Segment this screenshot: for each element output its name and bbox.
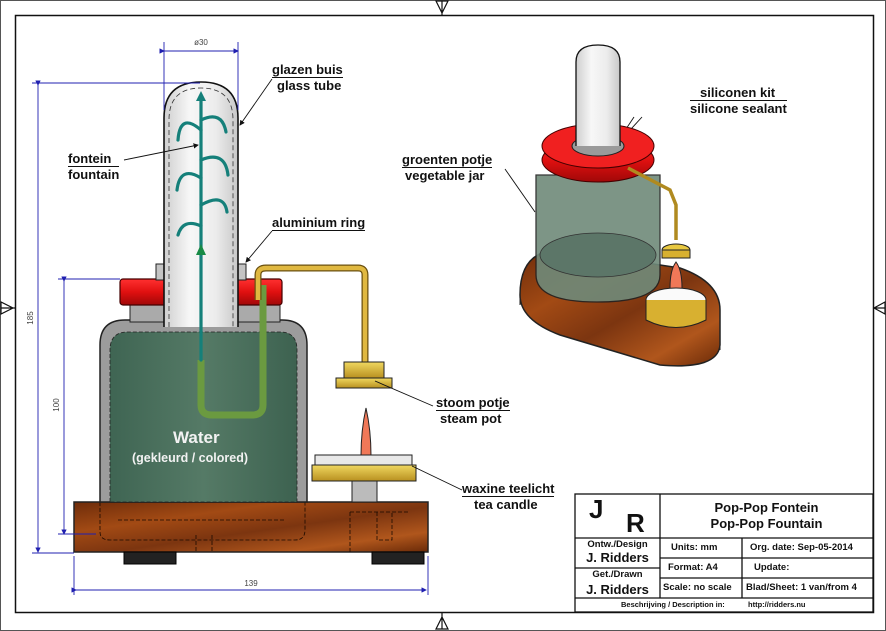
- label-glass-tube: glazen buis glass tube: [272, 62, 343, 93]
- candle-screw: [351, 480, 378, 503]
- isometric-view: [519, 44, 721, 367]
- front-view: [73, 81, 429, 565]
- dim-total-height: 185: [26, 311, 35, 325]
- label-aluminium-ring: aluminium ring: [272, 215, 366, 231]
- drawing-title-nl: Pop-Pop Fontein: [714, 500, 819, 515]
- logo-j: J: [589, 494, 604, 524]
- label-fountain-nl: fontein: [68, 151, 120, 167]
- format-field: Format: A4: [668, 562, 718, 573]
- label-vegetable-jar-nl: groenten potje: [402, 152, 493, 168]
- sheet-field: Blad/Sheet: 1 van/from 4: [746, 582, 857, 593]
- design-label: Ontw./Design: [587, 539, 648, 550]
- label-silicone-en: silicone sealant: [690, 101, 787, 116]
- fountain-spray: [175, 94, 230, 362]
- label-vegetable-jar: groenten potje vegetable jar: [402, 152, 493, 183]
- steam-pot-top: [343, 361, 385, 379]
- tea-candle-cup: [311, 464, 417, 482]
- tea-candle-wax: [314, 454, 413, 466]
- jar-water: [109, 331, 298, 503]
- label-steam-pot-nl: stoom potje: [436, 395, 510, 411]
- glass-tube-inner: [168, 87, 234, 327]
- label-glass-tube-nl: glazen buis: [272, 62, 343, 78]
- fountain-arrow-base: [196, 244, 206, 255]
- iso-glass-tube: [575, 44, 621, 146]
- rubber-foot-left: [123, 551, 177, 565]
- water-sublabel: (gekleurd / colored): [132, 451, 248, 465]
- drawn-label: Get./Drawn: [592, 569, 643, 580]
- label-fountain-en: fountain: [68, 167, 120, 182]
- center-mark-left: [0, 301, 15, 315]
- wood-base: [73, 501, 429, 553]
- title-block: [574, 493, 874, 613]
- description-url: http://ridders.nu: [748, 600, 806, 609]
- label-steam-pot: stoom potje steam pot: [436, 395, 510, 426]
- label-silicone-nl: siliconen kit: [690, 85, 787, 101]
- base-hidden-lines: [99, 502, 410, 552]
- inner-u-tube: [197, 285, 267, 419]
- label-tea-candle-nl: waxine teelicht: [462, 481, 555, 497]
- drawing-title-en: Pop-Pop Fountain: [710, 516, 823, 531]
- rubber-foot-right: [371, 551, 425, 565]
- dimension-lines: [32, 42, 429, 595]
- logo-r: R: [626, 508, 645, 538]
- label-silicone: siliconen kit silicone sealant: [690, 85, 787, 116]
- design-name: J. Ridders: [586, 550, 649, 565]
- scale-field: Scale: no scale: [663, 582, 732, 593]
- center-mark-top: [435, 0, 449, 15]
- center-mark-right: [872, 300, 886, 316]
- dim-jar-height: 100: [52, 398, 61, 412]
- dim-tube-diameter: ø30: [194, 38, 208, 47]
- label-aluminium-ring-en: aluminium ring: [272, 215, 366, 231]
- dim-base-width: 139: [244, 579, 258, 588]
- units-field: Units: mm: [671, 542, 718, 553]
- label-fountain: fontein fountain: [68, 151, 120, 182]
- water-label: Water: [173, 428, 220, 447]
- drawn-name: J. Ridders: [586, 582, 649, 597]
- org-date-field: Org. date: Sep-05-2014: [750, 542, 853, 553]
- steam-pot-base: [335, 377, 393, 389]
- description-label: Beschrijving / Description in:: [621, 600, 725, 609]
- label-steam-pot-en: steam pot: [440, 411, 502, 426]
- label-tea-candle-en: tea candle: [474, 497, 538, 512]
- center-mark-bottom: [435, 613, 449, 630]
- drawing-frame: [14, 14, 875, 614]
- fountain-arrow-top: [196, 91, 206, 101]
- label-tea-candle: waxine teelicht tea candle: [462, 481, 555, 512]
- update-field: Update:: [754, 562, 790, 573]
- label-vegetable-jar-en: vegetable jar: [405, 168, 485, 183]
- label-glass-tube-en: glass tube: [277, 78, 342, 93]
- iso-brass-pipe: [627, 166, 678, 240]
